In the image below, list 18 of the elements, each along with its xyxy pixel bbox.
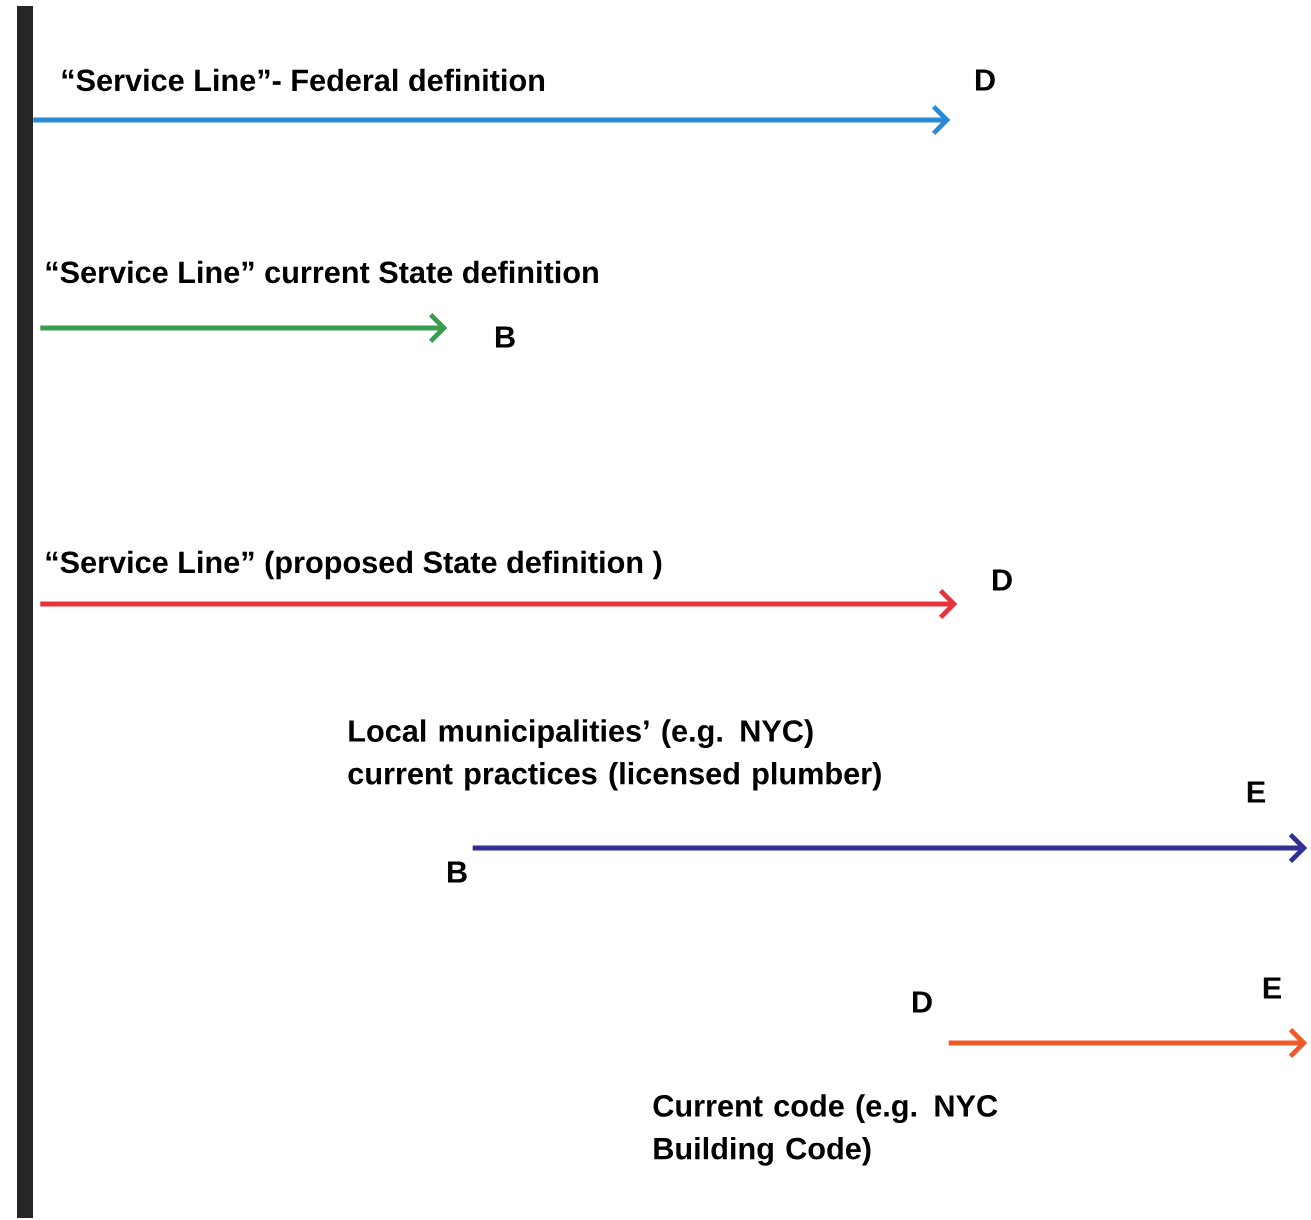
arrow xyxy=(948,1027,1308,1059)
point-letter: D xyxy=(976,69,995,91)
arrow-label: Local municipalities’ (e.g. NYC) current practices (licensed plumber) xyxy=(348,719,881,791)
arrow xyxy=(33,104,951,136)
vertical-bar xyxy=(17,6,33,1218)
arrow xyxy=(40,588,958,620)
arrow-label: Current code (e.g. NYC Building Code) xyxy=(653,1094,998,1166)
arrow-label: “Service Line” current State definition xyxy=(46,260,598,284)
arrow-label: “Service Line” (proposed State definition ) xyxy=(46,550,662,580)
point-letter: B xyxy=(496,326,515,348)
point-letter: D xyxy=(993,569,1012,591)
point-letter: D xyxy=(913,991,932,1013)
arrow xyxy=(472,832,1308,864)
point-letter: E xyxy=(1247,781,1266,803)
arrow xyxy=(40,312,448,344)
point-letter: B xyxy=(448,861,467,883)
point-letter: E xyxy=(1263,977,1282,999)
arrow-label: “Service Line”- Federal definition xyxy=(62,68,545,92)
